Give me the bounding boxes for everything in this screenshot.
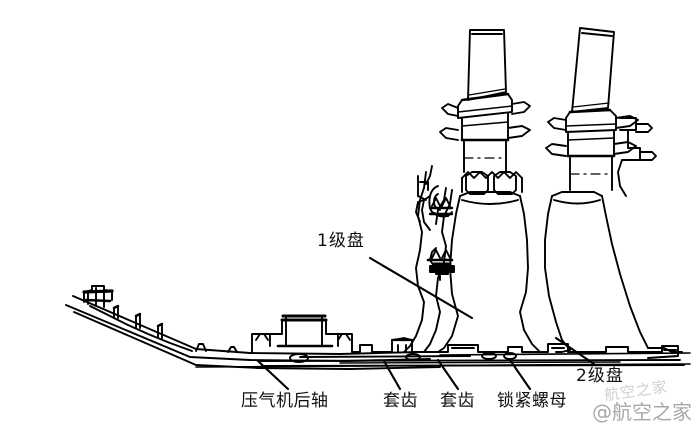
callout-label-stage-1-disk: 1级盘 [317,231,365,251]
blade-2-platform [547,108,639,133]
labyrinth-seal-arm-upper [428,185,454,218]
label-spline-2: 套齿 [440,391,475,411]
leader-rear-shaft [256,359,290,391]
label-spline-1: 套齿 [383,391,418,411]
leader-disk1 [368,256,474,320]
leader-disk2 [554,336,596,366]
leader-locknut [508,358,532,391]
shaft-seal-fins [89,304,193,352]
blade-2-shank-and-root [545,129,637,191]
disk-rim-serrations [461,171,523,193]
spline-and-locknut [431,343,679,359]
mid-shaft-spline-zone [351,337,433,353]
disk-2-foot [555,347,683,353]
blade-1-platform [441,92,531,119]
stage-1-disk [437,191,541,353]
shaft-ridges [195,343,238,353]
left-inner-wall [403,165,433,353]
blade-2-airfoil [571,27,615,113]
base-pin-features [289,352,517,363]
leader-spline1 [382,359,402,391]
callout-label-stage-2-disk: 2级盘 [576,366,624,386]
blade-1-shank-and-root [439,113,531,173]
right-flange-stack [617,117,657,197]
stage-2-disk [544,191,649,351]
leader-spline2 [436,358,460,391]
leader-lines [256,256,596,391]
blade-root-pockets [465,171,517,195]
shaft-left-flange [82,285,114,308]
label-compressor-rear-shaft: 压气机后轴 [241,391,329,411]
compressor-rear-shaft-cone [65,295,441,370]
blade-1-airfoil [467,29,507,101]
label-locking-nut: 锁紧螺母 [497,391,567,411]
labyrinth-seal-arm-lower [426,247,455,281]
center-bearing-block [251,314,353,353]
